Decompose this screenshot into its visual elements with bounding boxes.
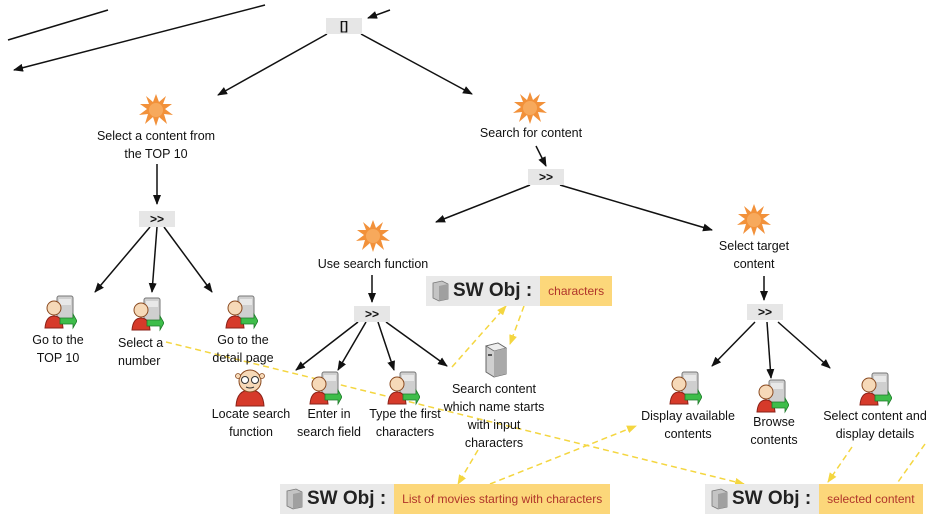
edge-top10-a bbox=[94, 226, 151, 293]
link-characters-in bbox=[451, 305, 507, 368]
operator-search: >> bbox=[528, 169, 564, 185]
operator-top10: >> bbox=[139, 211, 175, 227]
person-computer-icon bbox=[756, 379, 789, 413]
person-computer-icon bbox=[131, 297, 164, 331]
software-object-icon bbox=[284, 488, 304, 510]
task-locate-search: Locate search function bbox=[211, 407, 291, 439]
software-object-icon bbox=[709, 488, 729, 510]
link-characters-out bbox=[509, 305, 525, 345]
sw-object-selected-content: SW Obj : selected content bbox=[705, 484, 923, 514]
edge-root-left bbox=[217, 33, 328, 96]
sw-obj-value: selected content bbox=[819, 484, 923, 514]
task-browse-contents: Browse contents bbox=[750, 415, 798, 447]
link-details-to-selected bbox=[827, 446, 853, 483]
goal-select-target-content: Select target content bbox=[718, 239, 790, 271]
edge-to-root bbox=[367, 9, 391, 19]
splat-icon bbox=[737, 204, 771, 236]
goal-use-search-function: Use search function bbox=[317, 257, 429, 271]
person-computer-icon bbox=[225, 295, 258, 329]
edge-search-right bbox=[559, 184, 713, 232]
sw-object-links bbox=[165, 305, 926, 486]
sw-obj-label: SW Obj : bbox=[307, 488, 387, 509]
person-computer-icon bbox=[44, 295, 77, 329]
task-search-content: Search content which name starts with in… bbox=[443, 382, 545, 450]
person-computer-icon bbox=[669, 371, 702, 405]
edge-top10-b bbox=[148, 226, 158, 293]
task-go-to-detail: Go to the detail page bbox=[212, 333, 274, 365]
splat-icon bbox=[513, 92, 547, 124]
edge-usesearch-b bbox=[337, 321, 367, 371]
goal-search-for-content: Search for content bbox=[479, 126, 583, 140]
task-go-to-top10: Go to the TOP 10 bbox=[32, 333, 84, 365]
sw-obj-value: List of movies starting with characters bbox=[394, 484, 611, 514]
edge-usesearch-c bbox=[377, 321, 395, 371]
task-display-available: Display available contents bbox=[641, 409, 735, 441]
system-computer-icon bbox=[485, 342, 507, 378]
link-list-to-display bbox=[489, 425, 637, 485]
splat-icon bbox=[139, 94, 173, 126]
link-offscreen-to-selected bbox=[897, 443, 926, 483]
link-list-out bbox=[457, 449, 479, 485]
goal-select-top10: Select a content from the TOP 10 bbox=[96, 129, 216, 161]
edge-root-right bbox=[360, 33, 473, 95]
software-object-icon bbox=[430, 280, 450, 302]
task-select-number: Select a number bbox=[118, 336, 164, 368]
task-enter-search-field: Enter in search field bbox=[297, 407, 361, 439]
edge-search-left bbox=[435, 184, 531, 223]
splat-icon bbox=[356, 220, 390, 252]
operator-select-target: >> bbox=[747, 304, 783, 320]
tree-edges bbox=[7, 4, 831, 379]
edge-target-a bbox=[711, 321, 756, 367]
operator-use-search: >> bbox=[354, 306, 390, 322]
sw-obj-value: characters bbox=[540, 276, 613, 306]
operator-root: [] bbox=[326, 18, 362, 34]
thinking-user-icon bbox=[235, 369, 265, 407]
edge-top10-c bbox=[163, 226, 213, 293]
link-number-to-selected bbox=[165, 341, 745, 486]
sw-object-characters: SW Obj : characters bbox=[426, 276, 613, 306]
edge-search-op bbox=[535, 145, 547, 167]
edge-offscreen-top-1 bbox=[7, 9, 109, 41]
task-type-first-characters: Type the first characters bbox=[369, 407, 441, 439]
person-computer-icon bbox=[387, 371, 420, 405]
edge-usesearch-a bbox=[295, 321, 359, 371]
sw-obj-label: SW Obj : bbox=[453, 280, 533, 301]
person-computer-icon bbox=[859, 372, 892, 406]
sw-obj-label: SW Obj : bbox=[732, 488, 812, 509]
edge-usesearch-d bbox=[385, 321, 448, 367]
edge-target-c bbox=[777, 321, 831, 369]
task-select-display-details: Select content and display details bbox=[823, 409, 927, 441]
sw-object-list-of-movies: SW Obj : List of movies starting with ch… bbox=[280, 484, 611, 514]
edge-offscreen-top-2 bbox=[13, 4, 266, 72]
edge-target-b bbox=[766, 321, 775, 379]
person-computer-icon bbox=[309, 371, 342, 405]
